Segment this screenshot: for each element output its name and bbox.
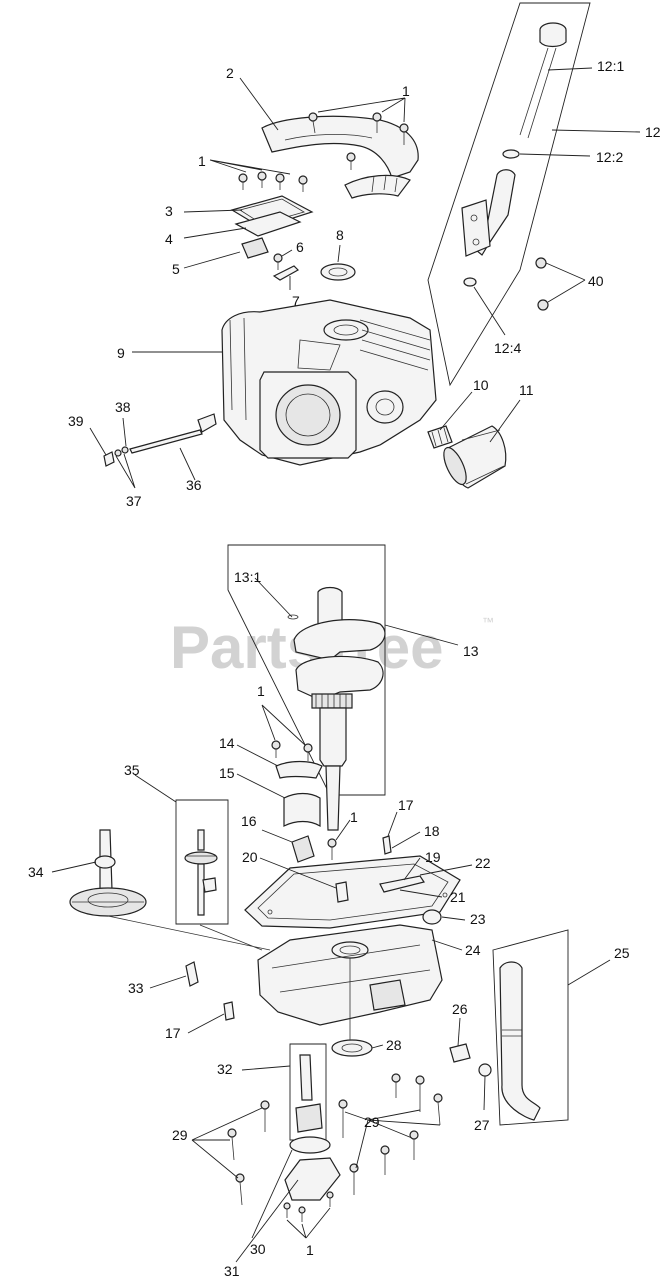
callout-labels: 2 1 1 3 4 5 6 7 8 9 10 11 12:1 12 12:2 4… <box>28 58 661 1279</box>
callout-29-left: 29 <box>172 1127 188 1143</box>
callout-5: 5 <box>172 261 180 277</box>
bolts-29-part <box>227 1073 443 1206</box>
callout-27: 27 <box>474 1117 490 1133</box>
oil-hose-part <box>499 961 541 1121</box>
callout-18: 18 <box>424 823 440 839</box>
callout-8: 8 <box>336 227 344 243</box>
pin-33-part <box>185 961 199 987</box>
callout-19: 19 <box>425 849 441 865</box>
cylinder-block-part <box>221 299 437 466</box>
breather-cover-part <box>261 115 419 199</box>
callout-2: 2 <box>226 65 234 81</box>
callout-34: 34 <box>28 864 44 880</box>
drain-fitting-part <box>449 1043 471 1063</box>
callout-7: 7 <box>292 293 300 309</box>
callout-1-mid: 1 <box>350 809 358 825</box>
callout-1-left: 1 <box>198 153 206 169</box>
governor-frame <box>175 799 229 925</box>
callout-10: 10 <box>473 377 489 393</box>
screws-left-part <box>238 171 308 192</box>
callout-22: 22 <box>475 855 491 871</box>
callout-15: 15 <box>219 765 235 781</box>
hose-clamp-part <box>478 1063 492 1077</box>
callout-32: 32 <box>217 1061 233 1077</box>
callout-12-1: 12:1 <box>597 58 624 74</box>
filter-fitting-part <box>427 425 453 449</box>
gasket-part <box>230 195 314 237</box>
crank-seal-part <box>331 1039 373 1057</box>
oil-seal-part <box>320 263 356 281</box>
callout-3: 3 <box>165 203 173 219</box>
callout-21: 21 <box>450 889 466 905</box>
callout-4: 4 <box>165 231 173 247</box>
dowel-pin-bottom-part <box>223 1001 235 1021</box>
oil-pump-parts <box>335 875 442 925</box>
oil-filter-part <box>443 425 507 489</box>
dipstick-assembly-part <box>461 22 567 287</box>
callout-6: 6 <box>296 239 304 255</box>
callout-37: 37 <box>126 493 142 509</box>
camshaft-part <box>69 829 147 917</box>
screws-top-part <box>308 112 409 170</box>
callout-25: 25 <box>614 945 630 961</box>
callout-36: 36 <box>186 477 202 493</box>
callout-30: 30 <box>250 1241 266 1257</box>
callout-26: 26 <box>452 1001 468 1017</box>
screw-mid-part <box>327 838 337 860</box>
crankshaft-part <box>287 586 386 831</box>
callout-13: 13 <box>463 643 479 659</box>
callout-20: 20 <box>242 849 258 865</box>
dipstick-frame <box>427 2 591 387</box>
callout-12: 12 <box>645 124 661 140</box>
bracket-part <box>291 835 315 863</box>
callout-13-1: 13:1 <box>234 569 261 585</box>
hose-frame <box>492 929 569 1126</box>
callout-17-top: 17 <box>398 797 414 813</box>
callout-40: 40 <box>588 273 604 289</box>
callout-38: 38 <box>115 399 131 415</box>
callout-9: 9 <box>117 345 125 361</box>
callout-29-right: 29 <box>364 1114 380 1130</box>
screw-clip-part <box>272 253 299 281</box>
screws-40-part <box>535 257 549 311</box>
crankcase-gasket-part <box>244 855 461 929</box>
governor-gear-part <box>184 829 218 916</box>
governor-shaft-part <box>103 413 217 467</box>
callout-17-bot: 17 <box>165 1025 181 1041</box>
callout-31: 31 <box>224 1263 240 1279</box>
plate-part <box>275 760 323 779</box>
breather-element-part <box>241 237 269 259</box>
dowel-pin-top-part <box>382 835 392 855</box>
callout-11: 11 <box>519 382 534 398</box>
callout-1-bot: 1 <box>306 1242 314 1258</box>
callout-39: 39 <box>68 413 84 429</box>
crankshaft-frame <box>227 544 386 796</box>
callout-24: 24 <box>465 942 481 958</box>
callout-1-crank: 1 <box>257 683 265 699</box>
callout-23: 23 <box>470 911 486 927</box>
bearing-part <box>283 792 321 828</box>
callout-12-2: 12:2 <box>596 149 623 165</box>
screws-crank-part <box>271 740 313 761</box>
watermark-trademark: ™ <box>482 615 494 629</box>
callout-35: 35 <box>124 762 140 778</box>
callout-1-top: 1 <box>402 83 410 99</box>
callout-16: 16 <box>241 813 257 829</box>
screws-bottom-part <box>283 1191 334 1222</box>
callout-33: 33 <box>128 980 144 996</box>
leader-lines-lower <box>51 577 611 1263</box>
bottom-cover-part <box>284 1136 341 1201</box>
oil-pickup-part <box>295 1054 323 1133</box>
leader-lines-upper <box>89 67 641 489</box>
callout-14: 14 <box>219 735 235 751</box>
callout-28: 28 <box>386 1037 402 1053</box>
callout-12-4: 12:4 <box>494 340 521 356</box>
